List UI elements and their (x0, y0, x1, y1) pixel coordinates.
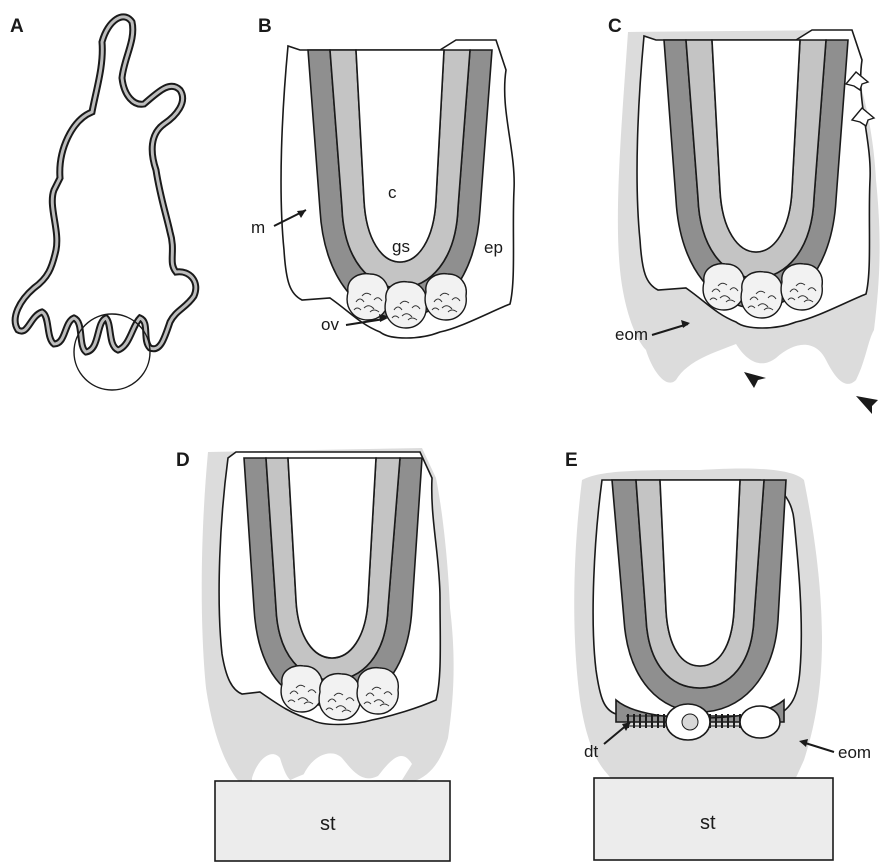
label-epidermis: ep (484, 238, 503, 257)
label-eom-c: eom (615, 325, 648, 344)
panel-label-b: B (258, 16, 272, 37)
panel-label-c: C (608, 16, 622, 37)
label-eom-e: eom (838, 743, 871, 762)
label-coelenteron: c (388, 183, 397, 202)
label-ovum: ov (321, 315, 339, 334)
tentacle-tip-e (574, 468, 822, 782)
panel-label-d: D (176, 450, 190, 471)
label-muscle: m (251, 218, 265, 237)
tentacle-tip-b (281, 40, 514, 338)
label-substrate-e: st (700, 812, 716, 834)
panel-label-e: E (565, 450, 578, 471)
label-substrate-d: st (320, 813, 336, 835)
tentacle-tip-c (618, 30, 880, 384)
label-gastrodermis: gs (392, 237, 410, 256)
hydra-body-outline (15, 17, 196, 352)
label-desmosome-tether: dt (584, 742, 598, 761)
panel-label-a: A (10, 16, 24, 37)
pseudopod-arrowheads (744, 372, 878, 414)
tentacle-tip-d (202, 448, 454, 790)
